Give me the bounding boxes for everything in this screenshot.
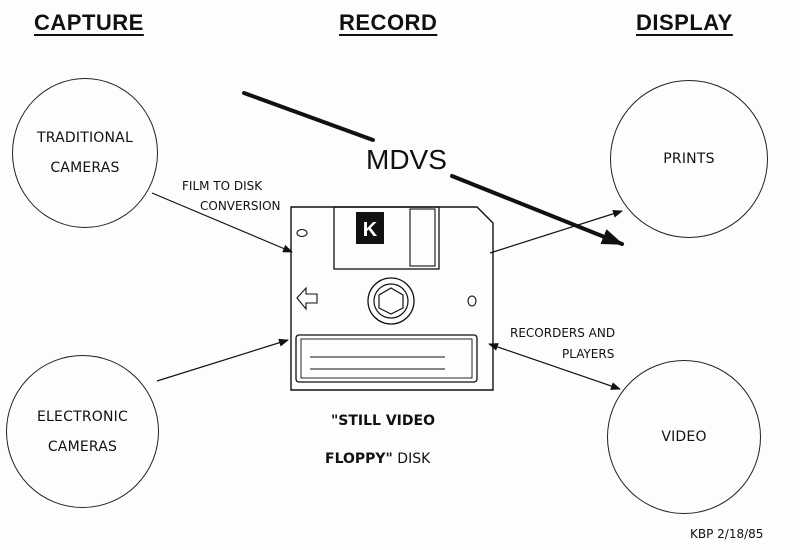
- node-prints-label: PRINTS: [663, 151, 715, 167]
- footer-signature-date: KBP 2/18/85: [690, 527, 764, 541]
- disk-label-inner: [300, 338, 473, 379]
- disk-hole-right: [467, 295, 477, 307]
- label-recorders-line1: RECORDERS AND: [510, 326, 616, 340]
- node-electronic-cameras-line2: CAMERAS: [47, 438, 118, 455]
- insert-direction-arrow-icon: [296, 286, 318, 311]
- node-traditional-cameras: TRADITIONAL CAMERAS: [12, 78, 158, 228]
- node-traditional-cameras-line2: CAMERAS: [50, 160, 120, 176]
- label-mdvs: MDVS: [366, 144, 447, 175]
- node-traditional-cameras-line1: TRADITIONAL: [37, 130, 133, 146]
- kodak-logo-icon: [356, 212, 384, 244]
- label-recorders-line2: PLAYERS: [562, 347, 615, 361]
- arrow-electronic-to-disk: [156, 338, 289, 382]
- label-film-to-disk-line1: FILM TO DISK: [182, 179, 263, 193]
- heading-capture: CAPTURE: [34, 10, 144, 35]
- disk-label-area: [295, 334, 478, 383]
- arrow-disk-to-prints: [489, 209, 623, 254]
- heading-record: RECORD: [339, 10, 438, 35]
- disk-caption-line2-bold: FLOPPY": [325, 451, 393, 467]
- label-film-to-disk-line2: CONVERSION: [200, 199, 281, 213]
- node-electronic-cameras-line1: ELECTRONIC: [37, 408, 128, 425]
- disk-caption-line2: FLOPPY" DISK: [325, 452, 430, 466]
- disk-hub-center: [378, 287, 404, 315]
- disk-outline: [290, 206, 494, 391]
- floppy-disk: K: [290, 206, 494, 391]
- disk-shutter: [333, 206, 440, 270]
- heading-display: DISPLAY: [636, 10, 733, 35]
- node-video-label: VIDEO: [661, 429, 707, 445]
- kodak-logo-letter: K: [363, 219, 378, 241]
- disk-caption-line1: "STILL VIDEO: [331, 414, 435, 428]
- disk-hub-outer: [367, 277, 415, 325]
- disk-caption-line1-text: "STILL VIDEO: [331, 413, 435, 429]
- disk-hub-inner: [373, 283, 409, 319]
- disk-caption-line2-rest: DISK: [392, 451, 431, 467]
- disk-shutter-window: [409, 208, 436, 267]
- disk-hole-left: [296, 228, 308, 238]
- mdvs-arrow-right: [450, 174, 624, 246]
- node-electronic-cameras: ELECTRONIC CAMERAS: [6, 355, 159, 508]
- node-video: VIDEO: [607, 360, 761, 514]
- arrow-film-to-disk: [151, 192, 293, 253]
- mdvs-stroke-left: [242, 91, 375, 142]
- node-prints: PRINTS: [610, 80, 768, 238]
- arrow-disk-video-bidirectional: [488, 343, 621, 390]
